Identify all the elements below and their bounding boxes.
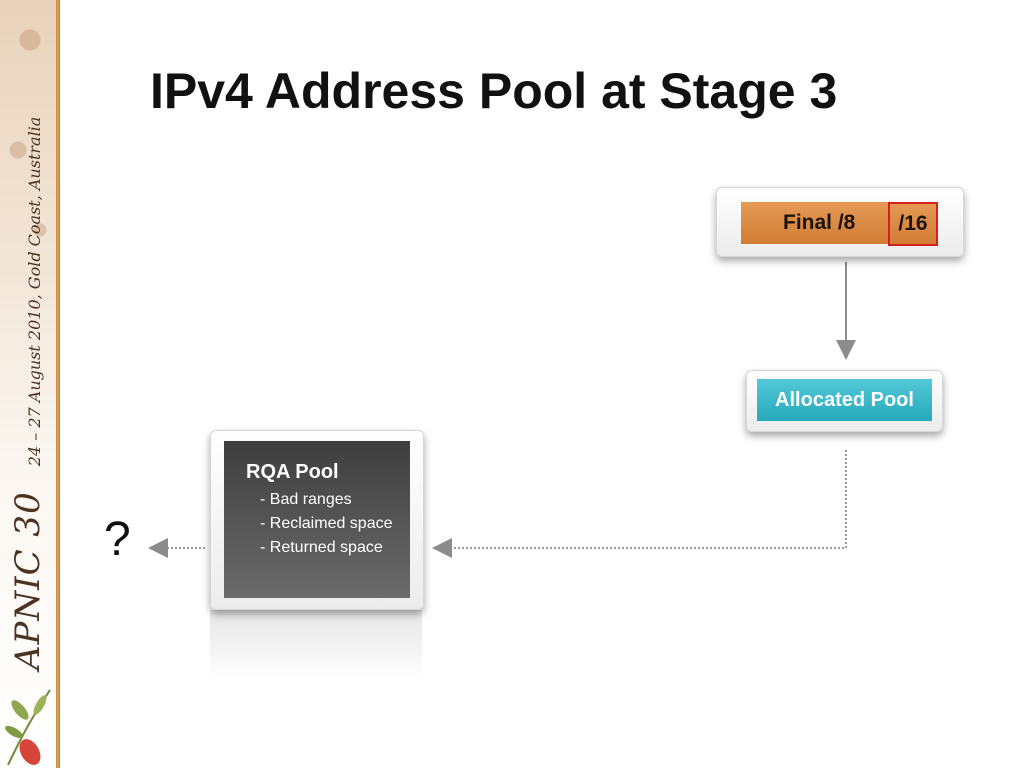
sidebar-divider <box>56 0 60 768</box>
final-block-card: Final /8 /16 <box>716 187 964 257</box>
question-mark: ? <box>104 513 131 566</box>
rqa-item-reclaimed-space: - Reclaimed space <box>260 515 393 532</box>
allocated-pool-card: Allocated Pool <box>746 370 943 432</box>
final-block-bar: Final /8 /16 <box>741 202 938 246</box>
final-block-sub-label: /16 <box>888 202 938 246</box>
rqa-pool-card: RQA Pool - Bad ranges - Reclaimed space … <box>210 430 424 610</box>
rqa-pool-panel: RQA Pool - Bad ranges - Reclaimed space … <box>224 441 410 598</box>
rqa-pool-title: RQA Pool <box>246 461 339 483</box>
rqa-item-bad-ranges: - Bad ranges <box>260 491 352 508</box>
allocated-pool-label: Allocated Pool <box>775 389 914 411</box>
rqa-item-returned-space: - Returned space <box>260 539 383 556</box>
arrow-allocated-to-rqa <box>432 450 847 558</box>
page-title: IPv4 Address Pool at Stage 3 <box>150 63 838 119</box>
sidebar-decoration <box>0 0 56 768</box>
plant-icon <box>5 689 51 766</box>
final-block-label: Final /8 <box>783 211 856 234</box>
allocated-pool-bar: Allocated Pool <box>757 379 932 421</box>
rqa-pool-reflection <box>210 610 422 680</box>
